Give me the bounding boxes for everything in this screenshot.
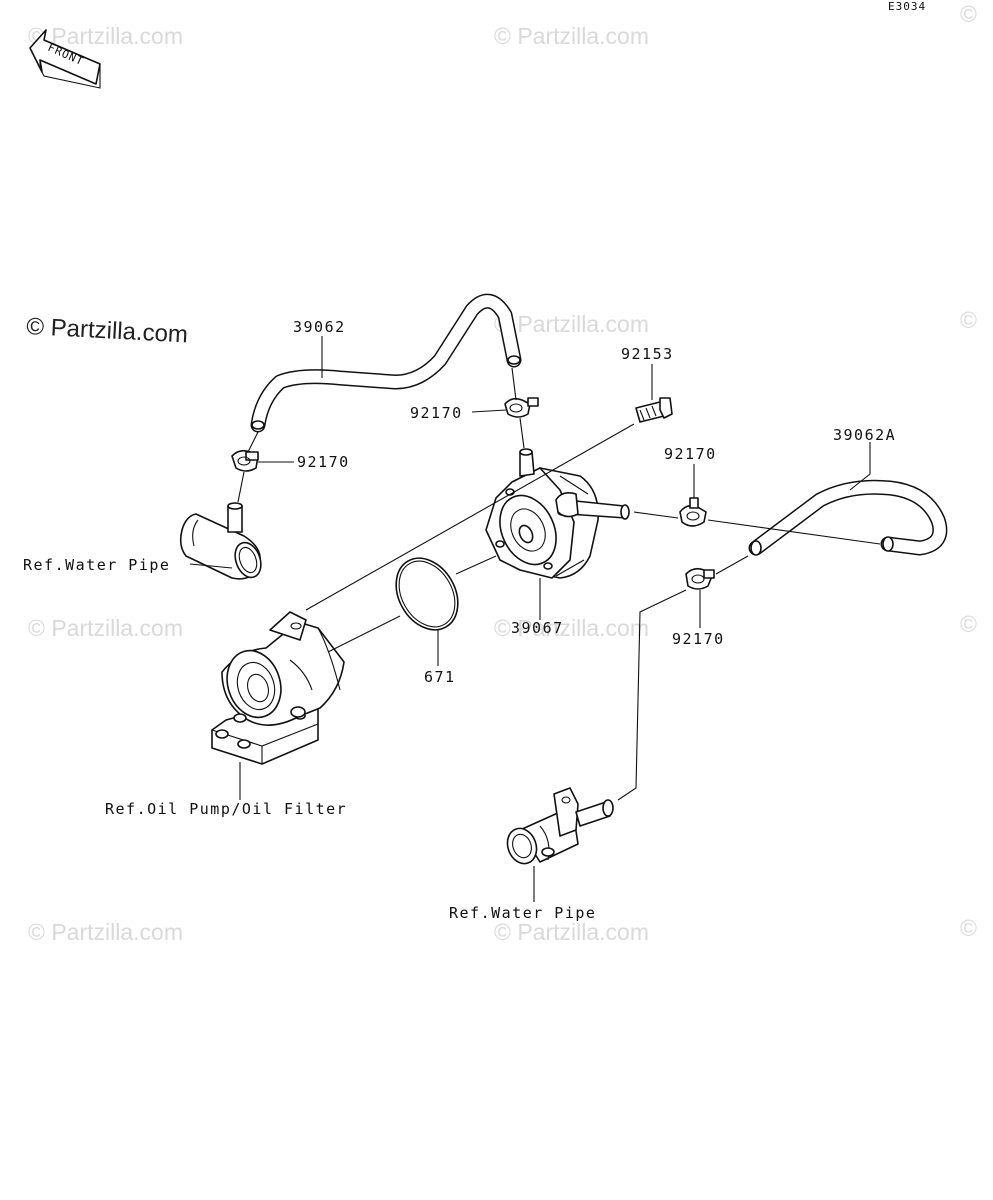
label-92170-left: 92170	[297, 453, 350, 471]
bolt-92153	[635, 397, 673, 423]
label-leaders	[189, 336, 871, 902]
label-39062a: 39062A	[833, 426, 896, 444]
copyright-text: © Partzilla.com	[26, 313, 189, 348]
watermark: ©	[960, 307, 977, 333]
watermark: © Partzilla.com	[494, 615, 649, 641]
watermark: © Partzilla.com	[28, 615, 183, 641]
oil-cooler-39067	[485, 448, 630, 579]
label-92153: 92153	[621, 345, 674, 363]
watermark: © Partzilla.com	[494, 311, 649, 337]
label-39067: 39067	[511, 619, 564, 637]
part-labels: 39062 92170 92153 92170 92170 39062A 390…	[23, 318, 896, 922]
clamp-92170-top	[504, 397, 539, 418]
label-671: 671	[424, 668, 456, 686]
water-pipe-bottom	[506, 787, 614, 865]
label-ref-oil-pump: Ref.Oil Pump/Oil Filter	[105, 800, 347, 818]
label-92170-right-upper: 92170	[664, 445, 717, 463]
label-39062: 39062	[293, 318, 346, 336]
water-pipe-left	[179, 502, 262, 580]
hose-39062	[250, 293, 522, 433]
clamp-92170-right-lower	[685, 567, 715, 590]
watermark: © Partzilla.com	[28, 919, 183, 945]
watermark: ©	[960, 611, 977, 637]
hose-39062a	[748, 479, 948, 556]
watermark: © Partzilla.com	[494, 919, 649, 945]
label-92170-top: 92170	[410, 404, 463, 422]
watermark: ©	[960, 1, 977, 27]
watermarks: © Partzilla.com © Partzilla.com © © Part…	[28, 1, 977, 945]
watermark: ©	[960, 915, 977, 941]
clamp-92170-right-upper	[679, 497, 707, 527]
diagram-code: E3034	[888, 0, 926, 13]
front-arrow-icon: FRONT	[29, 29, 101, 89]
clamp-92170-left	[231, 449, 259, 472]
watermark: © Partzilla.com	[494, 23, 649, 49]
assembly-guide-lines	[237, 367, 881, 801]
oil-pump-housing	[211, 611, 345, 765]
label-92170-right-lower: 92170	[672, 630, 725, 648]
o-ring-671	[395, 557, 459, 631]
label-ref-water-pipe-left: Ref.Water Pipe	[23, 556, 170, 574]
label-ref-water-pipe-bottom: Ref.Water Pipe	[449, 904, 596, 922]
